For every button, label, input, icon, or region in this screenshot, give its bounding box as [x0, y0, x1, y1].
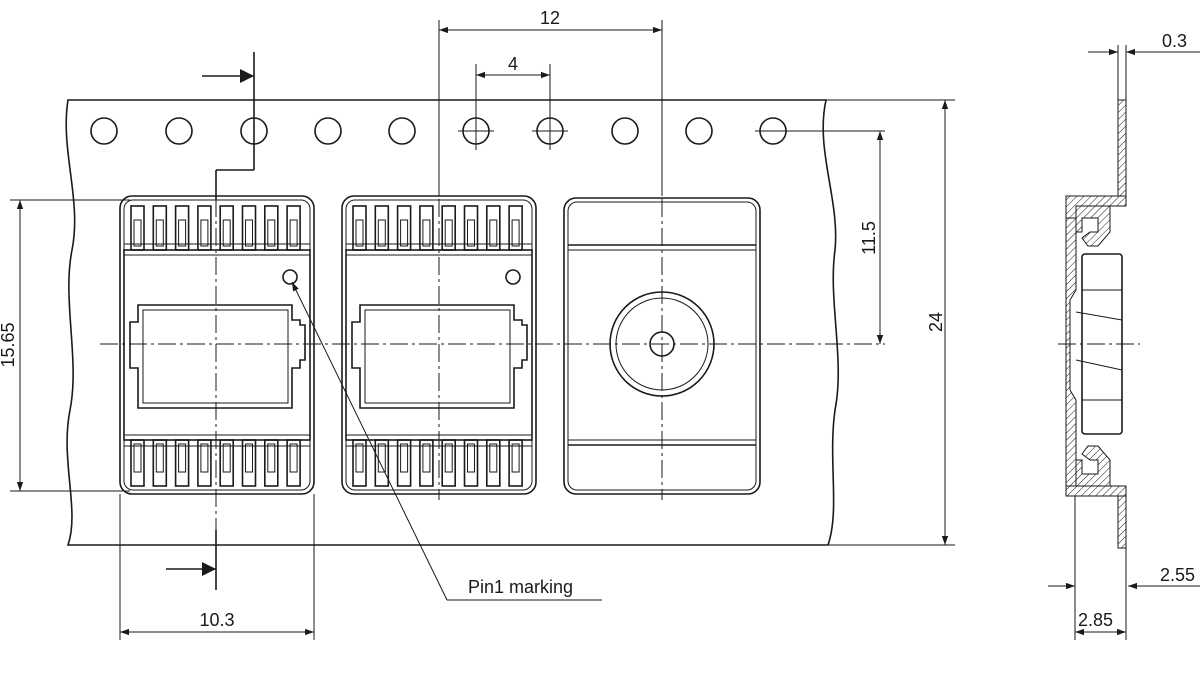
ic-lead [508, 439, 523, 487]
ic-lead-inner [400, 443, 409, 473]
dim-label-2-55: 2.55 [1160, 565, 1195, 585]
ic-lead-inner [178, 219, 187, 247]
ic-lead [219, 439, 234, 487]
center-lines [100, 170, 885, 590]
ic-lead-inner [267, 219, 276, 247]
ic-lead [374, 205, 390, 251]
sprocket-hole [685, 117, 713, 145]
ic-lead-inner [245, 219, 253, 247]
ic-lead-inner [489, 443, 498, 473]
ic-lead [197, 439, 212, 487]
ic-lead [152, 439, 168, 487]
ic-lead-inner [377, 219, 386, 247]
ic-lead [441, 205, 457, 251]
pocket-with-component [119, 195, 315, 495]
dimension-hole-to-center-11-5: 11.5 [859, 131, 884, 344]
ic-lead-inner [133, 219, 142, 247]
ic-lead [419, 439, 434, 487]
ic-lead [219, 205, 234, 251]
ic-lead [508, 205, 523, 251]
dim-label-2-85: 2.85 [1078, 610, 1113, 630]
ic-lead [263, 205, 279, 251]
ic-lead [463, 439, 479, 487]
ic-lead [485, 205, 501, 251]
ic-lead-inner [155, 219, 164, 247]
section-cut-marker-top [202, 52, 255, 200]
ic-lead-inner [222, 443, 231, 473]
dimension-height-2-55: 2.55 [1048, 565, 1200, 590]
dim-label-15-65: 15.65 [0, 322, 18, 367]
dim-label-4: 4 [508, 54, 518, 74]
ic-lead-inner [222, 219, 231, 247]
ic-lead-inner [355, 443, 364, 473]
ic-lead-inner [489, 219, 498, 247]
ic-lead-inner [178, 443, 187, 473]
ic-lead-inner [422, 219, 431, 247]
ic-lead-inner [155, 443, 164, 473]
pin1-leader: Pin1 marking [291, 281, 602, 601]
pin1-marking-label: Pin1 marking [468, 577, 573, 597]
dim-label-12: 12 [540, 8, 560, 28]
ic-lead-inner [511, 443, 520, 473]
ic-lead [485, 439, 501, 487]
sprocket-hole [314, 117, 342, 145]
ic-lead-inner [289, 219, 298, 247]
ic-lead-inner [267, 443, 276, 473]
ic-lead [286, 439, 301, 487]
sprocket-hole [90, 117, 118, 145]
dimension-tape-width-24: 24 [826, 99, 955, 546]
ic-lead-inner [400, 219, 409, 247]
ic-lead [352, 439, 367, 487]
ic-lead [130, 439, 145, 487]
ic-lead [374, 439, 390, 487]
ic-lead [174, 439, 190, 487]
ic-lead-inner [200, 443, 209, 473]
ic-lead [152, 205, 168, 251]
ic-lead-inner [467, 219, 475, 247]
ic-lead [241, 205, 257, 251]
ic-lead [396, 205, 412, 251]
ic-lead-inner [289, 443, 298, 473]
ic-lead-inner [422, 443, 431, 473]
ic-lead [419, 205, 434, 251]
carrier-tape-outline [65, 99, 840, 546]
sprocket-hole [165, 117, 193, 145]
ic-lead [197, 205, 212, 251]
ic-lead-inner [467, 443, 475, 473]
ic-lead-inner [377, 443, 386, 473]
dimension-thickness-0-3: 0.3 [1088, 31, 1200, 100]
ic-lead-inner [511, 219, 520, 247]
dim-label-24: 24 [926, 312, 946, 332]
section-cut-marker-bottom [166, 530, 217, 590]
ic-lead-inner [444, 443, 453, 473]
ic-lead [241, 439, 257, 487]
tape-cross-section [1058, 99, 1140, 549]
dimension-pitch-12: 12 [438, 8, 663, 196]
ic-lead [263, 439, 279, 487]
ic-lead-inner [200, 219, 209, 247]
dimension-hole-pitch-4: 4 [475, 54, 551, 150]
ic-lead [286, 205, 301, 251]
dimension-depth-2-85: 2.85 [1074, 496, 1127, 640]
dim-label-11-5: 11.5 [859, 221, 879, 255]
pin1-marker [282, 269, 298, 285]
ic-lead [441, 439, 457, 487]
dimension-pocket-width-10-3: 10.3 [119, 494, 315, 640]
ic-lead-inner [355, 219, 364, 247]
ic-lead [174, 205, 190, 251]
dimension-pocket-length-15-65: 15.65 [0, 199, 130, 492]
ic-lead-inner [133, 443, 142, 473]
ic-lead [352, 205, 367, 251]
ic-lead [463, 205, 479, 251]
ic-lead [130, 205, 145, 251]
pin1-marker [505, 269, 521, 285]
dim-label-0-3: 0.3 [1162, 31, 1187, 51]
ic-lead-inner [245, 443, 253, 473]
ic-lead [396, 439, 412, 487]
sprocket-hole [611, 117, 639, 145]
dim-label-10-3: 10.3 [199, 610, 234, 630]
sprocket-hole [388, 117, 416, 145]
ic-lead-inner [444, 219, 453, 247]
